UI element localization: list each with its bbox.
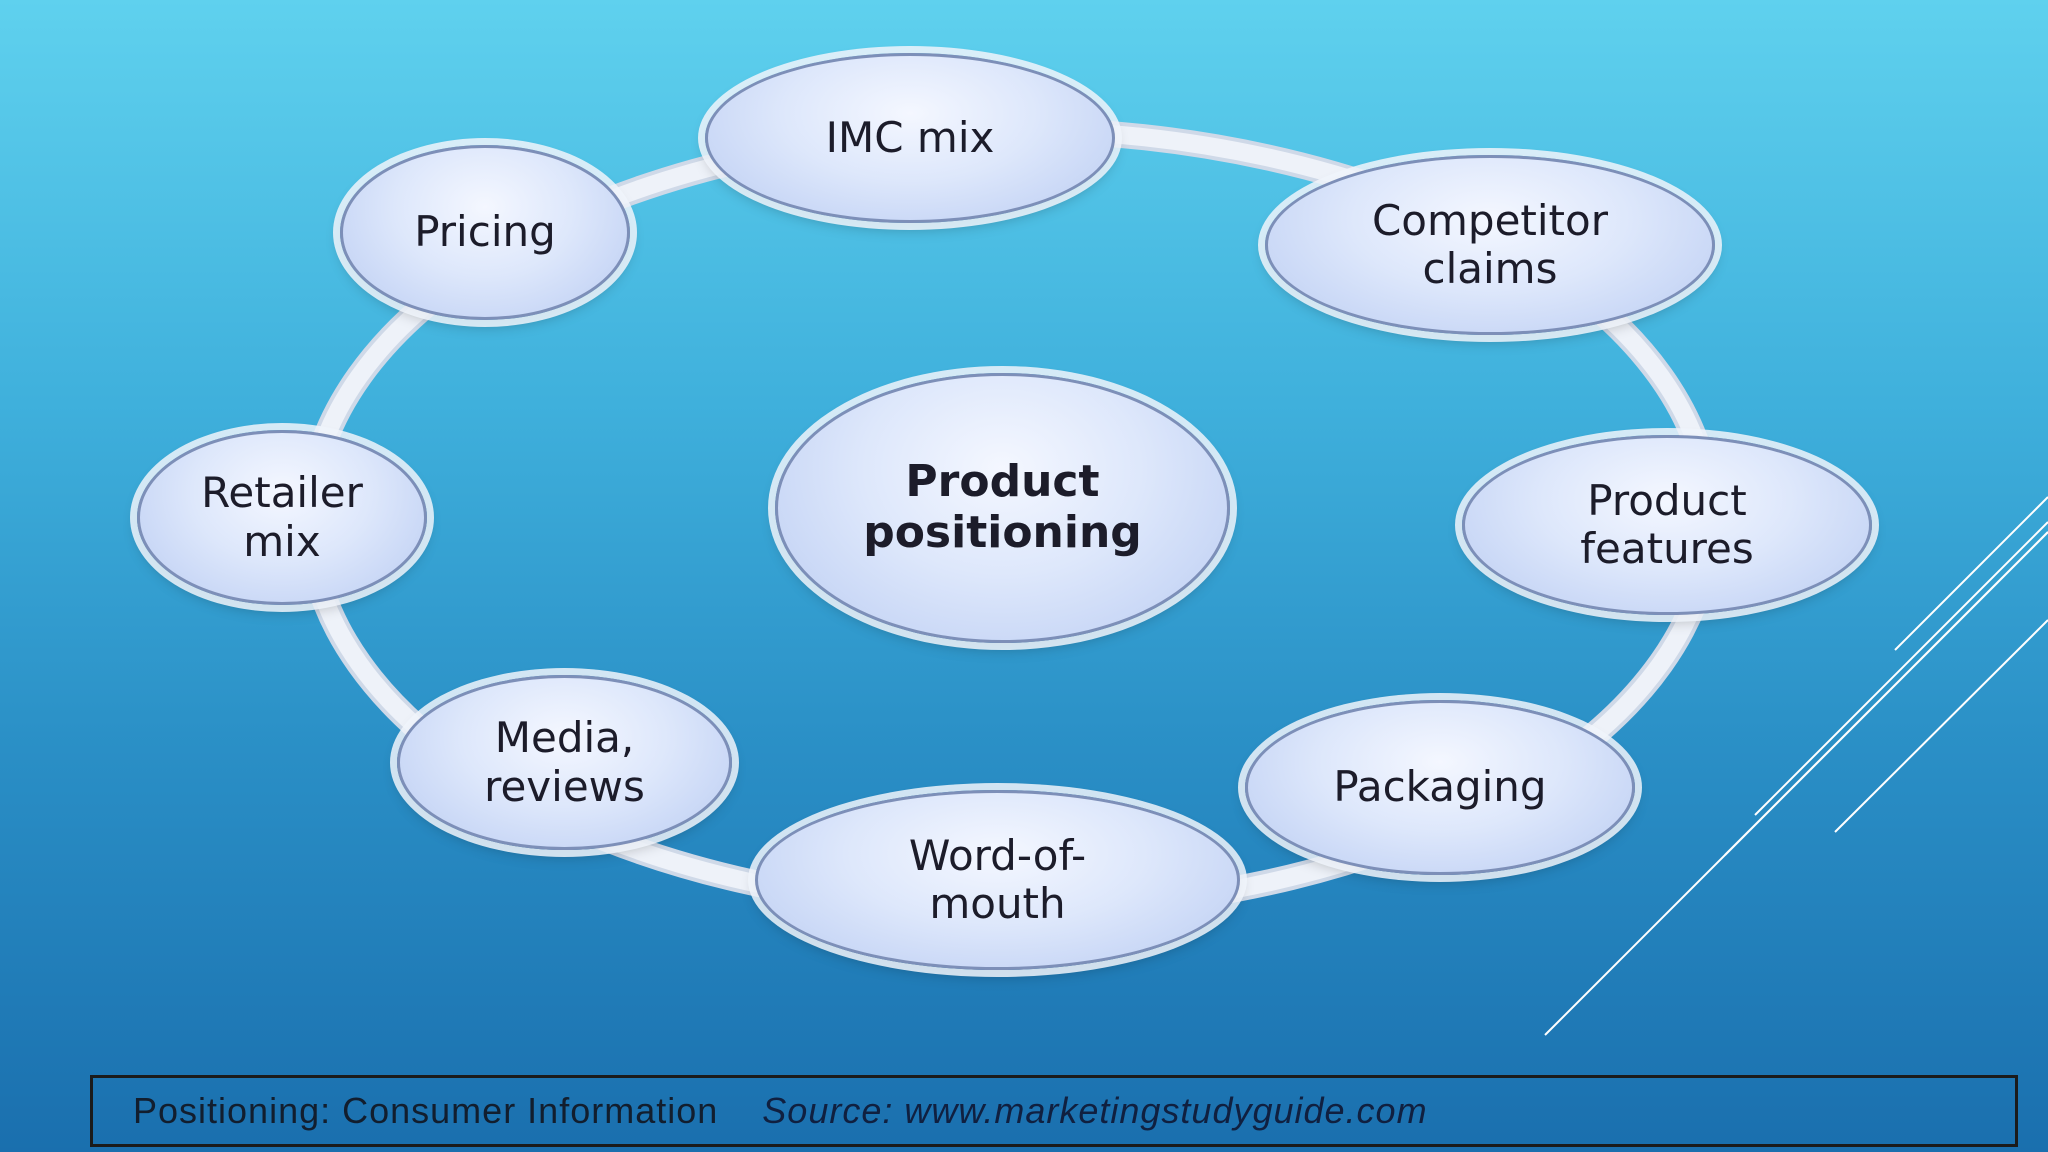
node-product-positioning: Product positioning xyxy=(775,373,1230,643)
node-retailer-mix: Retailer mix xyxy=(137,430,427,605)
caption-box: Positioning: Consumer Information Source… xyxy=(90,1075,2018,1147)
node-word-of-mouth: Word-of- mouth xyxy=(755,790,1240,970)
node-pricing: Pricing xyxy=(340,145,630,320)
node-media-reviews: Media, reviews xyxy=(397,675,732,850)
caption-text: Positioning: Consumer Information xyxy=(133,1090,719,1131)
node-packaging: Packaging xyxy=(1245,700,1635,875)
node-competitor-claims: Competitor claims xyxy=(1265,155,1715,335)
source-text: Source: www.marketingstudyguide.com xyxy=(762,1090,1428,1131)
node-product-features: Product features xyxy=(1462,435,1872,615)
node-imc-mix: IMC mix xyxy=(705,53,1115,223)
corner-stripes xyxy=(1544,496,2048,1036)
